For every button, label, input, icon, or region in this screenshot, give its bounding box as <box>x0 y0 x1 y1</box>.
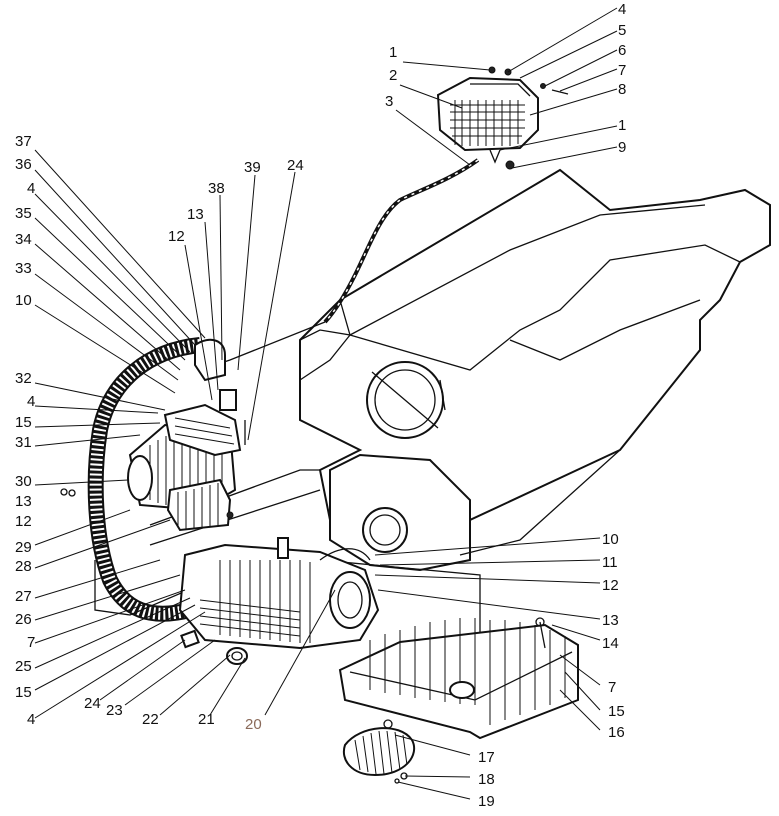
callout-12-left: 12 <box>15 513 32 530</box>
callout-37: 37 <box>15 133 32 150</box>
heat-exchanger-drawing <box>178 537 380 665</box>
callout-35: 35 <box>15 205 32 222</box>
callout-32: 32 <box>15 370 32 387</box>
callout-3-top: 3 <box>385 93 393 110</box>
oil-pan-drawing <box>338 617 579 740</box>
ignition-coil-drawing <box>199 66 569 371</box>
callout-19: 19 <box>478 793 495 810</box>
callout-7-left: 7 <box>27 634 35 651</box>
callout-4-left-a: 4 <box>27 180 35 197</box>
callout-15-right: 15 <box>608 703 625 720</box>
callout-38: 38 <box>208 180 225 197</box>
callout-13-right: 13 <box>602 612 619 629</box>
callout-29: 29 <box>15 539 32 556</box>
callout-36: 36 <box>15 156 32 173</box>
callout-4-bottom-left: 4 <box>27 711 35 728</box>
callout-7-right: 7 <box>608 679 616 696</box>
callout-labels: 1 2 3 4 5 6 7 8 1 9 37 36 4 35 34 33 10 … <box>15 1 626 810</box>
callout-27: 27 <box>15 588 32 605</box>
callout-21: 21 <box>198 711 215 728</box>
callout-26: 26 <box>15 611 32 628</box>
callout-8: 8 <box>618 81 626 98</box>
callout-34: 34 <box>15 231 32 248</box>
leader-lines <box>34 7 618 800</box>
callout-17: 17 <box>478 749 495 766</box>
callout-12-right: 12 <box>602 577 619 594</box>
callout-10-left: 10 <box>15 292 32 309</box>
callout-2: 2 <box>389 67 397 84</box>
callout-22: 22 <box>142 711 159 728</box>
blower-assembly-drawing <box>60 337 246 622</box>
callout-30: 30 <box>15 473 32 490</box>
callout-4-top: 4 <box>618 1 626 18</box>
callout-7-top: 7 <box>618 62 626 79</box>
callout-31: 31 <box>15 434 32 451</box>
callout-1-top: 1 <box>389 44 397 61</box>
callout-12-mid: 12 <box>168 228 185 245</box>
callout-25: 25 <box>15 658 32 675</box>
callout-39: 39 <box>244 159 261 176</box>
callout-13-left: 13 <box>15 493 32 510</box>
callout-23: 23 <box>106 702 123 719</box>
callout-28: 28 <box>15 558 32 575</box>
engine-block-drawing <box>149 168 771 651</box>
callout-15-bottom-left: 15 <box>15 684 32 701</box>
callout-18: 18 <box>478 771 495 788</box>
callout-14: 14 <box>602 635 619 652</box>
callout-11: 11 <box>602 554 618 571</box>
callout-15-left: 15 <box>15 414 32 431</box>
strainer-drawing <box>342 719 416 784</box>
callout-5: 5 <box>618 22 626 39</box>
callout-24-top: 24 <box>287 157 304 174</box>
callout-1-right: 1 <box>618 117 626 134</box>
callout-10-right: 10 <box>602 531 619 548</box>
callout-24-bottom: 24 <box>84 695 101 712</box>
callout-33: 33 <box>15 260 32 277</box>
callout-6: 6 <box>618 42 626 59</box>
callout-4-left-b: 4 <box>27 393 35 410</box>
callout-13-mid: 13 <box>187 206 204 223</box>
callout-9: 9 <box>618 139 626 156</box>
callout-16: 16 <box>608 724 625 741</box>
callout-20: 20 <box>245 716 262 733</box>
